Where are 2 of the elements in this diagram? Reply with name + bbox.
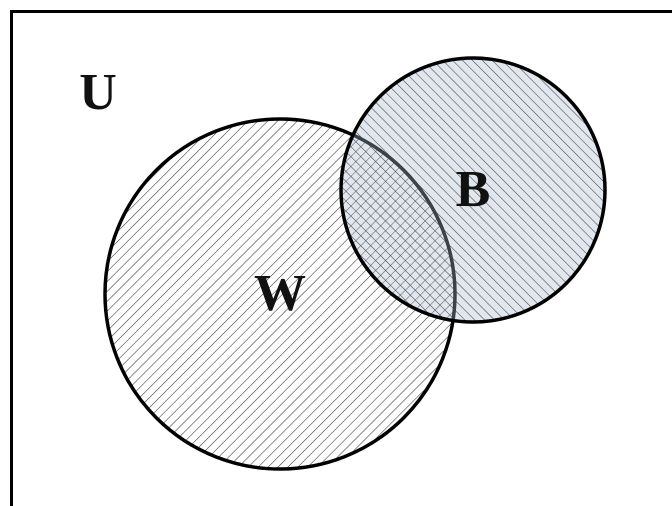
set-label: U (79, 67, 117, 119)
universe-rectangle (10, 10, 672, 506)
